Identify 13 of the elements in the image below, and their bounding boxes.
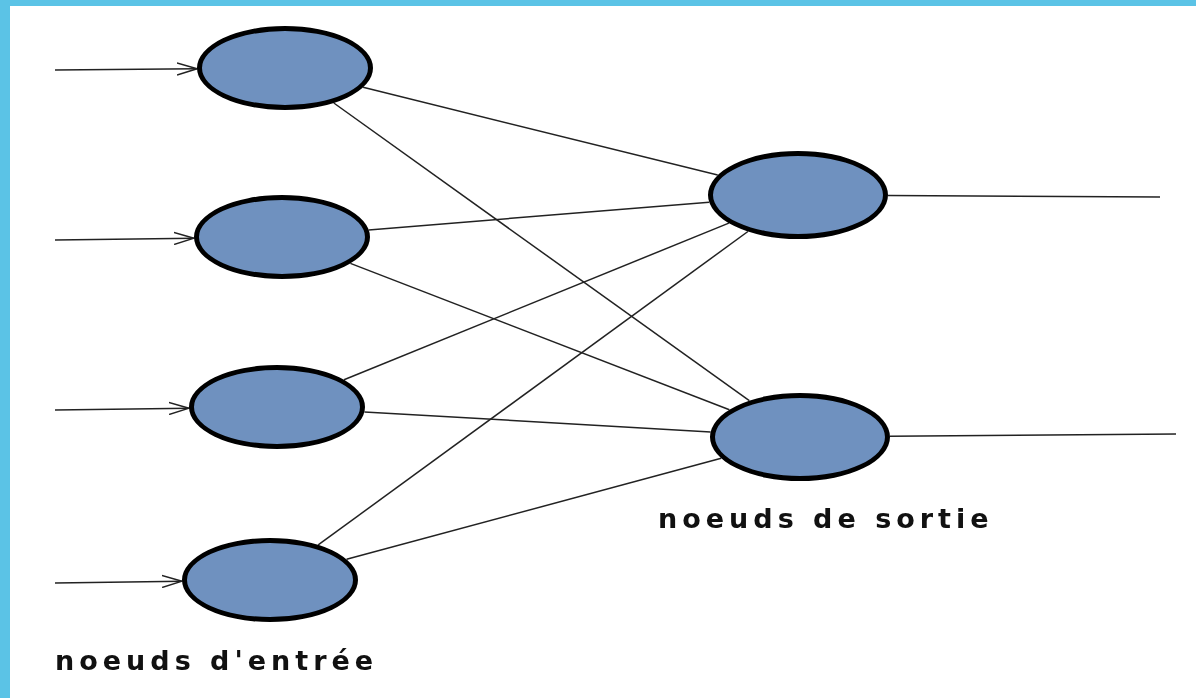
- connector-line: [349, 262, 731, 411]
- connector-line: [317, 230, 749, 546]
- arrow: [54, 231, 195, 246]
- connector-line: [333, 102, 751, 402]
- layer-label: noeuds d'entrée: [55, 645, 379, 676]
- connector-line: [887, 194, 1161, 198]
- arrow: [54, 401, 190, 416]
- connector-line: [343, 222, 730, 381]
- arrow: [54, 574, 183, 589]
- arrow: [54, 62, 198, 76]
- layer-label: noeuds de sortie: [658, 503, 994, 534]
- connector-line: [363, 411, 712, 433]
- connector-line: [889, 433, 1177, 438]
